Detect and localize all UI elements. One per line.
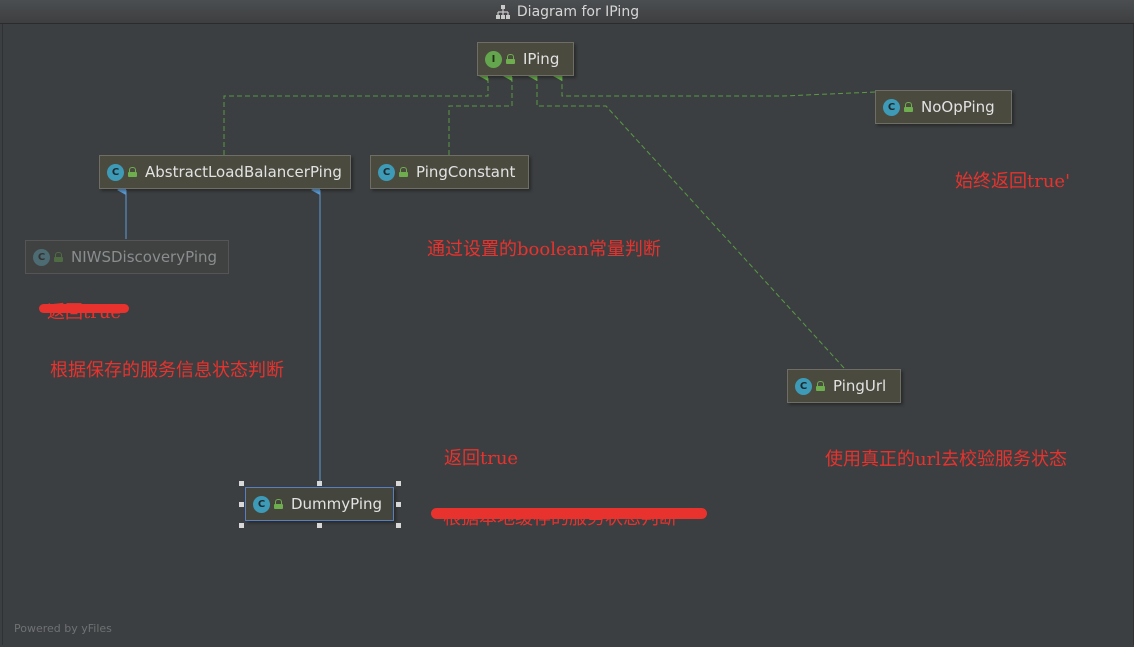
scribble-strike	[39, 304, 129, 313]
node-noop-ping[interactable]: C NoOpPing	[875, 90, 1012, 124]
annotation-dummy: 返回true	[444, 448, 519, 469]
node-iping-label: IPing	[523, 50, 560, 68]
edges-layer	[117, 71, 876, 484]
public-lock-icon	[816, 381, 825, 391]
public-lock-icon	[128, 167, 137, 177]
public-lock-icon	[506, 54, 515, 64]
public-lock-icon	[904, 102, 913, 112]
public-lock-icon	[274, 499, 283, 509]
class-icon: C	[253, 495, 270, 513]
edge-constant-implements-iping	[448, 71, 513, 155]
annotation-constant: 通过设置的boolean常量判断	[427, 239, 661, 260]
powered-by-label: Powered by yFiles	[14, 622, 112, 635]
class-icon: C	[33, 248, 50, 266]
resize-handle[interactable]	[239, 481, 244, 486]
node-ping-constant[interactable]: C PingConstant	[370, 155, 529, 189]
resize-handle[interactable]	[239, 502, 244, 507]
class-icon: C	[378, 163, 395, 181]
public-lock-icon	[54, 252, 63, 262]
class-icon: C	[795, 377, 812, 395]
node-ping-url[interactable]: C PingUrl	[787, 369, 901, 403]
abstract-class-icon: C	[107, 163, 124, 181]
resize-handle[interactable]	[317, 523, 322, 528]
node-dummy-ping[interactable]: C DummyPing	[245, 487, 394, 521]
scribble-strike	[431, 508, 707, 519]
window-title: Diagram for IPing	[516, 3, 640, 20]
resize-handle[interactable]	[396, 481, 401, 486]
edge-pingurl-implements-iping	[528, 71, 845, 369]
edge-abstract-implements-iping	[223, 71, 489, 155]
node-niws-label: NIWSDiscoveryPing	[71, 248, 218, 266]
node-abstract-load-balancer-ping[interactable]: C AbstractLoadBalancerPing	[99, 155, 351, 189]
window-title-bar: Diagram for IPing	[0, 0, 1134, 24]
public-lock-icon	[399, 167, 408, 177]
hierarchy-icon	[495, 4, 510, 19]
resize-handle[interactable]	[317, 481, 322, 486]
node-pingurl-label: PingUrl	[833, 377, 887, 395]
resize-handle[interactable]	[239, 523, 244, 528]
node-constant-label: PingConstant	[416, 163, 516, 181]
diagram-canvas[interactable]: I IPing C AbstractLoadBalancerPing C Pin…	[2, 24, 1134, 645]
node-niws-discovery-ping[interactable]: C NIWSDiscoveryPing	[25, 240, 229, 274]
annotation-niws: 根据保存的服务信息状态判断	[50, 360, 284, 381]
node-iping[interactable]: I IPing	[477, 42, 574, 76]
node-noop-label: NoOpPing	[921, 98, 995, 116]
class-icon: C	[883, 98, 900, 116]
node-dummy-label: DummyPing	[291, 495, 383, 513]
node-abstract-label: AbstractLoadBalancerPing	[145, 163, 342, 181]
annotation-noop: 始终返回true'	[955, 171, 1071, 192]
resize-handle[interactable]	[396, 523, 401, 528]
edge-noop-implements-iping	[553, 71, 876, 97]
annotation-pingurl: 使用真正的url去校验服务状态	[825, 449, 1067, 470]
resize-handle[interactable]	[396, 502, 401, 507]
interface-icon: I	[485, 50, 502, 68]
